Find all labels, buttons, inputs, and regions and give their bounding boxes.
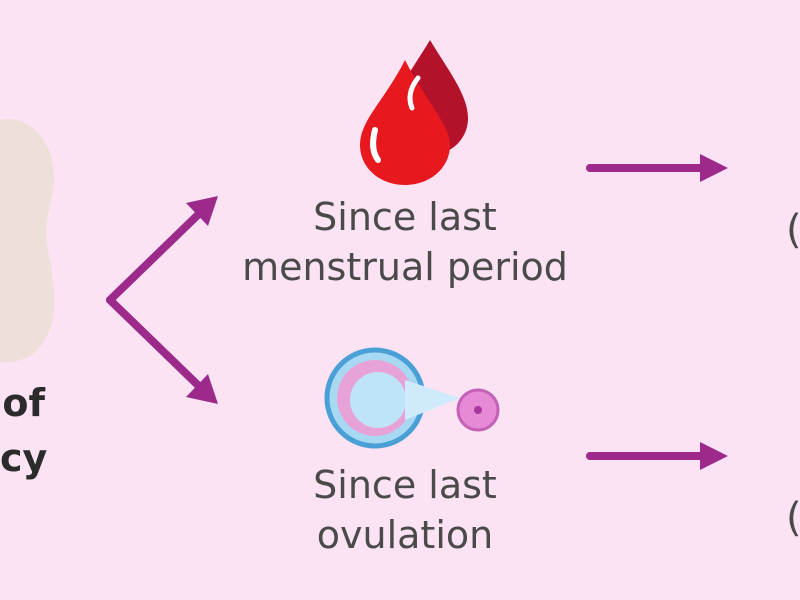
blood-drop-icon [360,40,468,185]
method-label-menstrual: Since last menstrual period [230,192,580,292]
result-arrows [586,154,728,470]
result-label-top-fragment: ( [786,210,800,250]
pregnancy-dating-label-line1: of [2,381,45,425]
branch-arrow-down-head [186,374,218,404]
pregnancy-dating-label-line2: cy [0,436,48,480]
branch-arrow-down [106,296,209,396]
method-label-ovulation-line1: Since last [313,463,497,507]
method-label-ovulation-line2: ovulation [316,513,494,557]
branch-arrow-up [106,204,209,304]
method-label-menstrual-line1: Since last [313,195,497,239]
branch-arrows [106,204,209,396]
result-arrow-top-head [700,154,728,182]
method-label-menstrual-line2: menstrual period [242,245,568,289]
ovary-follicle-icon [324,347,500,449]
result-arrow-bottom-head [700,442,728,470]
branch-arrow-up-head [186,196,218,226]
uterus-silhouette [0,119,55,363]
result-label-bottom-fragment: ( [786,498,800,538]
pregnancy-dating-label: of cy [0,376,48,486]
method-label-ovulation: Since last ovulation [230,460,580,560]
